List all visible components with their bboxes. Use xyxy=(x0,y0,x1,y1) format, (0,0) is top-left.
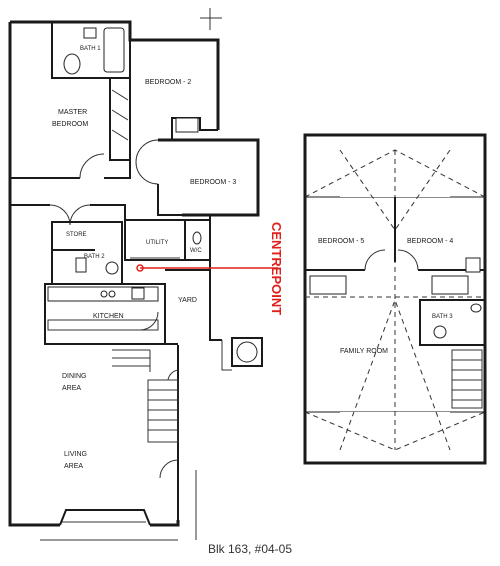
room-label-master-line1: MASTER xyxy=(58,109,87,116)
room-label-living-line2: AREA xyxy=(64,463,83,470)
room-label-bedroom-5: BEDROOM - 5 xyxy=(318,238,364,245)
room-label-utility: UTILITY xyxy=(146,240,168,246)
lower-floor-plan xyxy=(8,8,263,541)
room-label-bath-2: BATH 2 xyxy=(84,254,105,260)
room-label-bedroom-2: BEDROOM - 2 xyxy=(145,79,191,86)
room-label-wc: W/C xyxy=(190,248,202,254)
plan-caption: Blk 163, #04-05 xyxy=(208,542,292,556)
room-label-kitchen: KITCHEN xyxy=(93,313,124,320)
room-label-dining-line1: DINING xyxy=(62,373,87,380)
centrepoint-label: CENTREPOINT xyxy=(269,222,284,315)
room-label-family-room: FAMILY ROOM xyxy=(340,348,388,355)
room-label-dining-line2: AREA xyxy=(62,385,81,392)
room-label-living-line1: LIVING xyxy=(64,451,87,458)
lower-floor-labels: BATH 1 BEDROOM - 2 MASTER BEDROOM BEDROO… xyxy=(52,46,236,470)
room-label-bath-3: BATH 3 xyxy=(432,314,453,320)
room-label-bath-1: BATH 1 xyxy=(80,46,101,52)
room-label-store: STORE xyxy=(66,232,87,238)
centrepoint-annotation: CENTREPOINT xyxy=(136,222,284,315)
room-label-bedroom-3: BEDROOM - 3 xyxy=(190,179,236,186)
room-label-master-line2: BEDROOM xyxy=(52,121,88,128)
room-label-yard: YARD xyxy=(178,297,197,304)
upper-floor-plan xyxy=(303,133,487,465)
centrepoint-marker-circle xyxy=(136,264,144,272)
room-label-bedroom-4: BEDROOM - 4 xyxy=(407,238,453,245)
upper-floor-labels: BEDROOM - 5 BEDROOM - 4 BATH 3 FAMILY RO… xyxy=(318,238,453,355)
